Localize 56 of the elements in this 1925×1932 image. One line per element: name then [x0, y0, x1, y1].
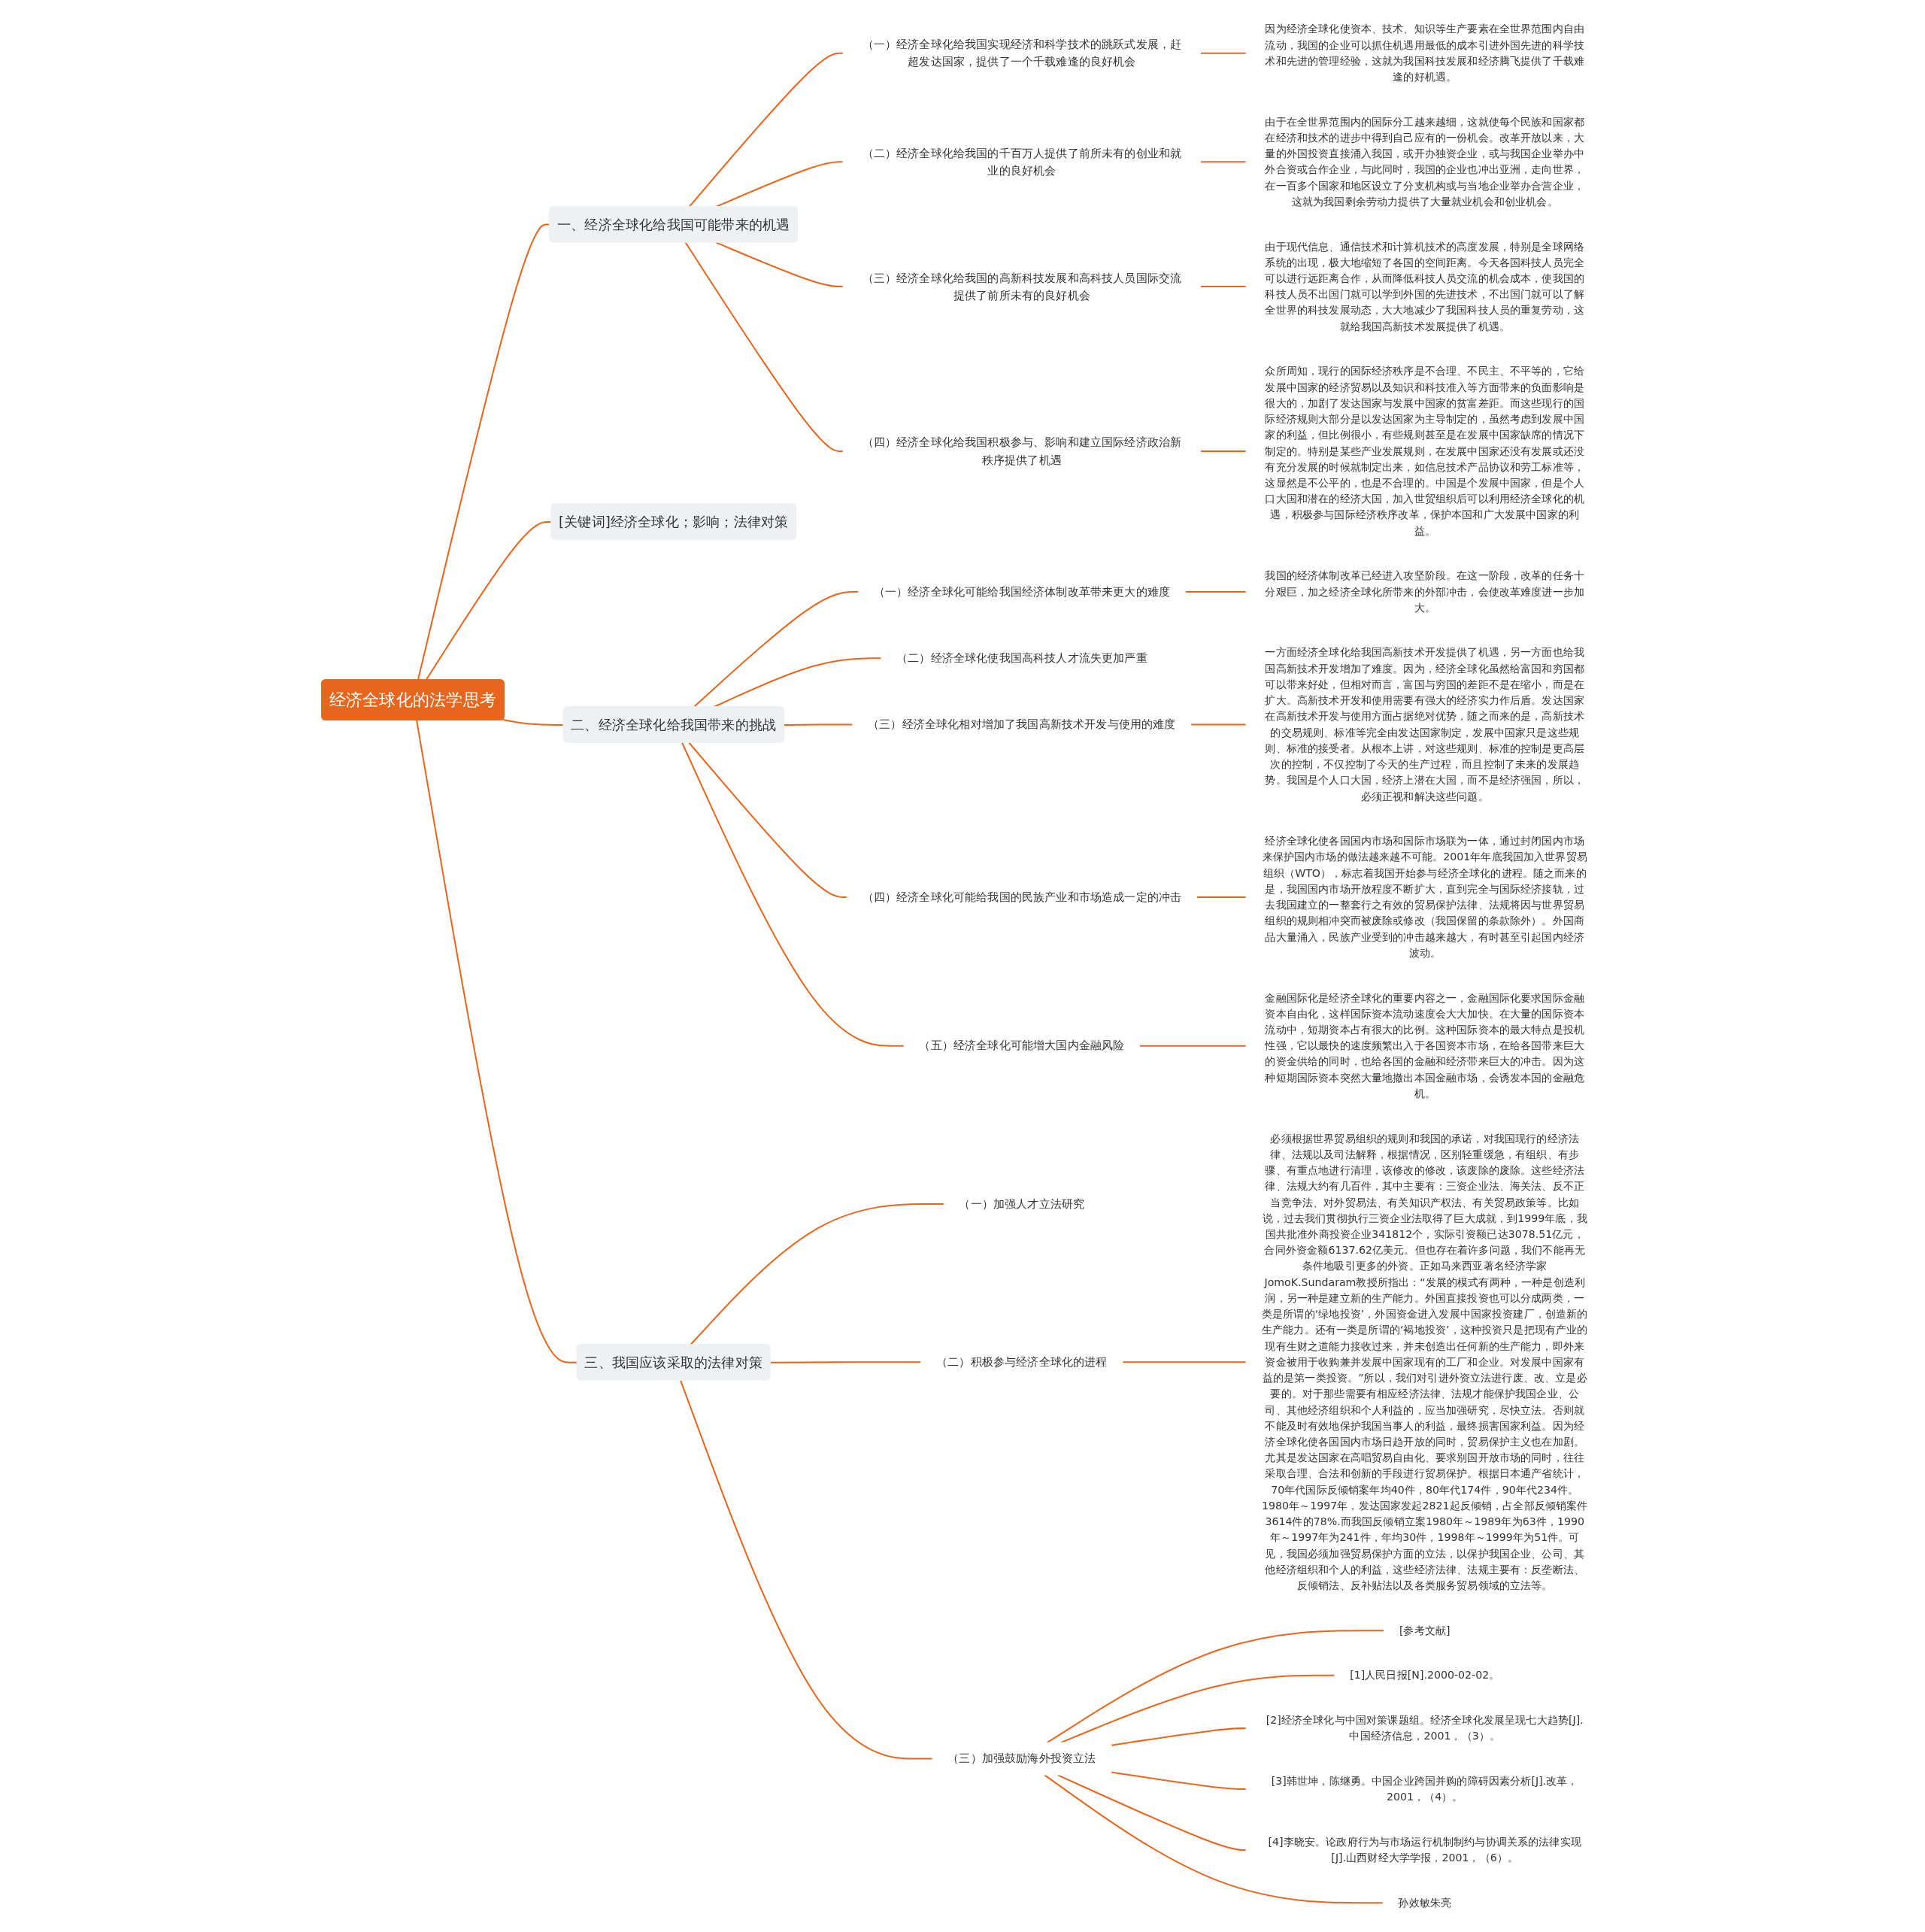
node-text: （二）积极参与经济全球化的进程 [936, 1354, 1108, 1369]
node-text: （四）经济全球化可能给我国的民族产业和市场造成一定的冲击 [862, 890, 1182, 904]
connector [1044, 1774, 1384, 1904]
node-text: 必须根据世界贸易组织的规则和我国的承诺，对我国现行的经济法律、法规以及司法解释，根据情况，区别轻重缓急，有组织、有步骤、有重点地进行清理，该修改的修改，该废除的废除。这些经济法律、法规大约有几百件，其中主要有：三资企业法、海关法、反不正当竞争法、对外贸易法、有关知识产权法、有关贸易政策等。比如说，过去我们贯彻执行三资企业法取得了巨大成就，到1999年底，我国共批准外商投资企业341812个，实际引资额已达3078.51亿元，合同外资金额6137.62亿美元。但也存在着许多问题，我们不能再无条件地吸引更多的外资。正如马来西亚著名经济学家JomoK.Sundaram教授所指出：“发展的模式有两种，一种是创造利润，另一种是建立新的生产能力。外国直接投资也可以分成两类，一类是所谓的‘绿地投资’，外国资金进入发展中国家投资建厂，创造新的生产能力。还有一类是所谓的‘褐地投资’，这种投资只是把现有产业的现有生财之道能力接收过来，并未创造出任何新的生产能力，即外来资金被用于收购兼并发展中国家现有的工厂和企业。对发展中国家有益的是第一类投资。”所以，我们对引进外资立法进行废、改、立是必要的。对于那些需要有相应经济法律、法规才能保护我国企业、公司、其他经济组织和个人利益的，应当加强研究，尽快立法。否则就不能及时有效地保护我国当事人的利益，最终损害国家利益。因为经济全球化使各国国内市场日趋开放的同时，贸易保护主义也在加剧。尤其是发达国家在高唱贸易自由化、要求别国开放市场的同时，往往采取合理、合法和创新的手段进行贸易保护。根据日本通产省统计，70年代国际反倾销案年均40件，80年代174件，90年代234件。1980年～1997年，发达国家发起2821起反倾销，占全部反倾销案件3614件的78%.而我国反倾销立案1980年～1989年为63件，1990年～1997年为241件，年均30件，1998年～1999年为51件。可见，我国必须加强贸易保护方面的立法，以保护我国企业、公司、其他经济组织和个人的利益，这些经济法律、法规主要有：反垄断法、反倾销法、反补贴法以及各类服务贸易领域的立法等。 [1261, 1132, 1588, 1592]
connector [680, 1380, 933, 1760]
connector [784, 723, 853, 726]
node-text: （一）经济全球化给我国实现经济和科学技术的跳跃式发展，赶超发达国家，提供了一个千载难逢的良好机会 [862, 37, 1182, 68]
node-text: 因为经济全球化使资本、技术、知识等生产要素在全世界范围内自由流动，我国的企业可以抓住机遇用最低的成本引进外国先进的科学技术和先进的管理经验，这就为我国科技发展和经济腾飞提供了千载难逢的好机遇。 [1265, 23, 1585, 83]
node-text: （三）加强鼓励海外投资立法 [947, 1752, 1096, 1766]
node-text: （五）经济全球化可能增大国内金融风险 [919, 1039, 1125, 1053]
connector [715, 161, 844, 208]
connector [1200, 286, 1247, 288]
node-text: （四）经济全球化给我国积极参与、影响和建立国际经济政治新秩序提供了机遇 [862, 435, 1182, 467]
connector [502, 718, 564, 726]
node-text: [参考文献] [1399, 1624, 1451, 1636]
connector [1047, 1630, 1384, 1743]
node-text: （二）经济全球化使我国高科技人才流失更加严重 [896, 651, 1147, 666]
connector [1122, 1361, 1247, 1363]
connector [690, 1203, 944, 1345]
node-text: 由于在全世界范围内的国际分工越来越细，这就使每个民族和国家都在经济和技术的进步中得到自己应有的一份机会。改革开放以来，大量的外国投资直接涌入我国，或开办独资企业，或与我国企业举办中外合资或合作企业，与此同时，我国的企业也冲出亚洲，走向世界，在一百多个国家和地区设立了分支机构或与当地企业举办合营企业，这就为我国剩余劳动力提供了大量就业机会和创业机会。 [1265, 115, 1585, 208]
node-text: 金融国际化是经济全球化的重要内容之一，金融国际化要求国际金融资本自由化，这样国际资本流动速度会大大加快。在大量的国际资本流动中，短期资本占有很大的比例。这种国际资本的最大特点是投机性强，它以最快的速度频繁出入于各国资本市场，在给各国带来巨大的资金供给的同时，也给各国的金融和经济带来巨大的冲击。因为这种短期国际资本突然大量地撤出本国金融市场，会诱发本国的金融危机。 [1265, 991, 1585, 1099]
connector [1200, 52, 1247, 54]
node-text: [2]经济全球化与中国对策课题组。经济全球化发展呈现七大趋势[J].中国经济信息，2001，（3）。 [1266, 1713, 1584, 1742]
node-text: （一）经济全球化可能给我国经济体制改革带来更大的难度 [873, 584, 1171, 599]
connector [1200, 161, 1247, 163]
connector [681, 742, 905, 1047]
connector [416, 720, 578, 1363]
node-text: [3]韩世坤，陈继勇。中国企业跨国并购的障碍因素分析[J].改革，2001，（4）。 [1271, 1774, 1578, 1803]
node-text: 由于现代信息、通信技术和计算机技术的高度发展，特别是全球网络系统的出现，极大地缩短了各国的空间距离。今天各国科技人员完全可以进行远距离合作，从而降低科技人员交流的机会成本，使我国的科技人员不出国门就可以学到外国的先进技术，不出国门就可以了解全世界的科技发展动态，大大地减少了我国科技人员的重复劳动，这就给我国高新技术发展提供了机遇。 [1265, 240, 1585, 332]
node-text: 我国的经济体制改革已经进入攻坚阶段。在这一阶段，改革的任务十分艰巨，加之经济全球化所带来的外部冲击，会使改革难度进一步加大。 [1265, 569, 1585, 614]
connector [688, 742, 847, 898]
connector [1139, 1045, 1247, 1047]
node-text: [4]李晓安。论政府行为与市场运行机制制约与协调关系的法律实现[J].山西财经大学学报，2001，（6）。 [1268, 1835, 1581, 1864]
node-text: （一）加强人才立法研究 [959, 1197, 1085, 1211]
node-text: （二）经济全球化给我国的千百万人提供了前所未有的创业和就业的良好机会 [862, 146, 1182, 177]
node-text: 孙效敏朱亮 [1398, 1896, 1452, 1909]
connector [1185, 591, 1247, 593]
node-text: （三）经济全球化相对增加了我国高新技术开发与使用的难度 [868, 717, 1176, 732]
node-text: 一方面经济全球化给我国高新技术开发提供了机遇，另一方面也给我国高新技术开发增加了难度。因为，经济全球化虽然给富国和穷国都可以带来好处，但相对而言，富国与穷国的差距不是在缩小，而是在扩大。高新技术开发和使用需要有强大的经济实力作后盾。发达国家在高新技术开发与使用方面占据绝对优势，随之而来的是，高新技术的交易规则、标准等完全由发达国家制定，发展中国家只是这些规则、标准的接受者。从根本上讲，对这些规则、标准的控制是更高层次的控制，不仅控制了今天的生产过程，而且控制了未来的发展趋势。我国是个人口大国，经济上潜在大国，而不是经济强国，所以，必须正视和解决这些问题。 [1265, 646, 1585, 802]
connector [417, 223, 550, 681]
node-text: （三）经济全球化给我国的高新科技发展和高科技人员国际交流提供了前所未有的良好机会 [862, 271, 1182, 302]
connector [684, 241, 844, 452]
connector [688, 52, 844, 208]
connector [1060, 1674, 1335, 1744]
connector [693, 591, 859, 708]
connector [1111, 1727, 1247, 1746]
connector [715, 241, 844, 288]
connector [1056, 1774, 1247, 1851]
node-text: [1]人民日报[N].2000-02-02。 [1350, 1669, 1500, 1682]
connector [1111, 1771, 1247, 1791]
connector [1190, 723, 1247, 726]
connector [1196, 896, 1247, 898]
node-text: 众所周知，现行的国际经济秩序是不合理、不民主、不平等的，它给发展中国家的经济贸易以及知识和科技准入等方面带来的负面影响是很大的，加剧了发达国家与发展中国家的贫富差距。而这些现行的国际经济规则大部分是以发达国家为主导制定的，虽然考虑到发展中国家的利益，但比例很小，有些规则甚至是在发展中国家缺席的情况下制定的。特别是某些产业发展规则，在发展中国家还没有发展或还没有充分发展的时候就制定出来，如信息技术产品协议和劳工标准等，这显然是不公平的，也是不合理的。中国是个发展中国家，但是个人口大国和潜在的经济大国，加入世贸组织后可以利用经济全球化的机遇，积极参与国际经济秩序改革，保护本国和广大发展中国家的利益。 [1265, 365, 1585, 537]
node-text: 经济全球化使各国国内市场和国际市场联为一体，通过封闭国内市场来保护国内市场的做法越来越不可能。2001年年底我国加入世界贸易组织（WTO），标志着我国开始参与经济全球化的进程。随之而来的是，我国国内市场开放程度不断扩大，直到完全与国际经济接轨，过去我国建立的一整套行之有效的贸易保护法律、法规将因与世界贸易组织的规则相冲突而被废除或修改（我国保留的条款除外）。外国商品大量涌入，民族产业受到的冲击越来越大，有时甚至引起国内经济波动。 [1262, 835, 1587, 959]
connector [770, 1361, 921, 1363]
connector [1200, 450, 1247, 452]
